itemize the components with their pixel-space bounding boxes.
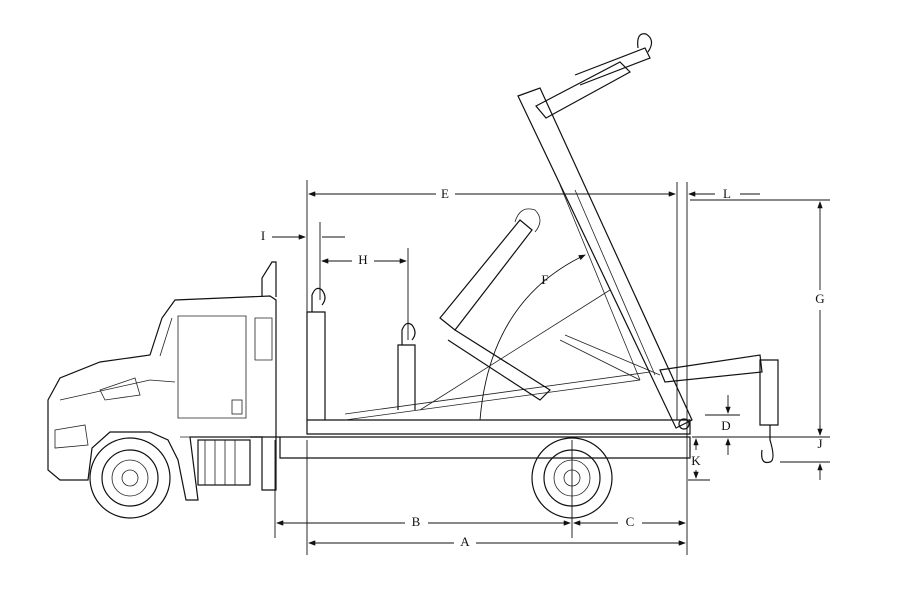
hooklift-subframe	[306, 289, 691, 435]
dimension-label-k: K	[691, 453, 701, 468]
raised-lift-arm	[517, 33, 693, 430]
dimension-label-l: L	[723, 186, 731, 201]
front-wheel	[89, 437, 171, 519]
dimension-label-h: H	[358, 252, 367, 267]
fuel-tank	[197, 439, 251, 486]
dimension-label-c: C	[626, 514, 635, 529]
dimension-lines	[272, 180, 830, 555]
stowed-hook-positions	[311, 287, 416, 345]
truck-frame	[180, 436, 691, 459]
truck-cab	[47, 295, 277, 501]
dimension-label-g: G	[815, 291, 824, 306]
dimension-label-a: A	[460, 534, 470, 549]
rear-hook-position	[659, 354, 779, 464]
dimension-label-j: J	[817, 436, 822, 451]
dimension-label-e: E	[441, 186, 449, 201]
dimension-label-b: B	[412, 514, 421, 529]
dimension-label-i: I	[261, 228, 265, 243]
dimension-label-f: F	[541, 272, 548, 287]
mid-arm-position	[439, 208, 661, 401]
exhaust-stack	[261, 261, 277, 297]
dimension-label-d: D	[721, 418, 730, 433]
